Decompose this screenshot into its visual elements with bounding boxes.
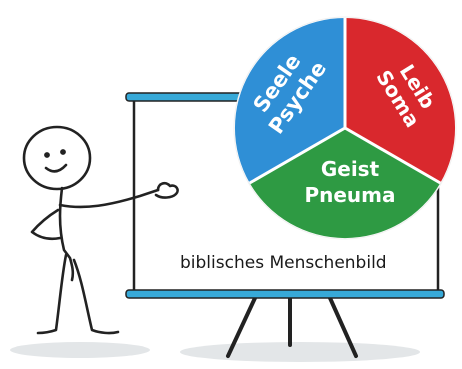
- easel-shadow: [180, 342, 420, 362]
- figure-leg-left: [36, 253, 68, 335]
- easel-legs: [226, 296, 358, 358]
- figure-leg-right: [72, 258, 120, 335]
- diagram-caption: biblisches Menschenbild: [180, 253, 387, 273]
- segment-geist-label: Geist: [321, 157, 380, 181]
- segment-leib: [345, 17, 456, 183]
- stick-figure: [22, 125, 179, 335]
- segment-seele: [234, 17, 345, 183]
- figure-eye-left: [44, 152, 50, 158]
- figure-shadow: [10, 342, 150, 358]
- figure-hand: [154, 181, 179, 199]
- figure-arm-hanging: [30, 208, 62, 241]
- figure-body: [58, 186, 75, 282]
- figure-head: [22, 125, 92, 191]
- whiteboard-bottom-rail: [125, 289, 445, 299]
- segment-geist-sublabel: Pneuma: [304, 183, 395, 207]
- figure-smile: [44, 163, 68, 173]
- figure-arm-pointing: [58, 188, 160, 209]
- pie-diagram: Seele Psyche Leib Soma Geist Pneuma: [233, 16, 457, 240]
- figure-eye-right: [60, 149, 66, 155]
